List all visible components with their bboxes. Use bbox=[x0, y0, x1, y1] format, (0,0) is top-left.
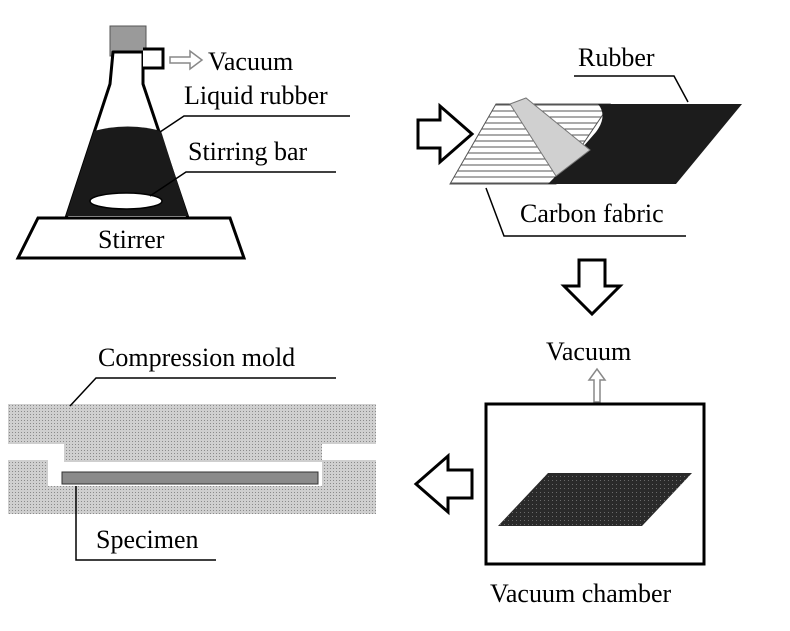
vacuum-chamber-label: Vacuum chamber bbox=[490, 579, 672, 608]
stirrer-label: Stirrer bbox=[98, 225, 165, 254]
mold-lower-half bbox=[8, 460, 376, 514]
vacuum-up-arrow-icon bbox=[587, 367, 607, 403]
fabric-coating: Rubber Carbon fabric bbox=[449, 43, 742, 237]
vacuum-outlet-label: Vacuum bbox=[208, 47, 293, 76]
stirring-bar-label: Stirring bar bbox=[188, 137, 307, 166]
arrow-left-icon bbox=[413, 452, 474, 516]
chamber-sample bbox=[498, 473, 692, 526]
specimen-plate bbox=[61, 471, 319, 485]
rubber-blade bbox=[509, 97, 591, 177]
compression-mold-label: Compression mold bbox=[98, 343, 295, 372]
chamber-vacuum-label: Vacuum bbox=[546, 337, 631, 366]
rubber-label: Rubber bbox=[578, 43, 655, 72]
arrow-right-icon bbox=[416, 102, 475, 166]
compression-mold-leader bbox=[69, 377, 336, 407]
arrow-down-icon bbox=[560, 258, 624, 317]
liquid-rubber-fill bbox=[66, 126, 188, 216]
stirring-bar-leader bbox=[149, 171, 336, 197]
mold-upper-half bbox=[8, 404, 376, 462]
stirrer-base bbox=[15, 216, 247, 260]
compression-mold-step: Compression mold Specimen bbox=[8, 343, 376, 561]
flask-side-arm bbox=[143, 47, 165, 70]
specimen-leader bbox=[75, 486, 216, 561]
carbon-fabric-leader bbox=[485, 187, 686, 237]
liquid-rubber-leader bbox=[159, 115, 350, 133]
vacuum-chamber-step: Vacuum Vacuum chamber bbox=[484, 337, 706, 608]
stirring-bar bbox=[89, 192, 163, 210]
rubber-layer bbox=[548, 104, 742, 184]
rubber-leader bbox=[574, 75, 689, 103]
vacuum-outlet-arrow-icon bbox=[169, 49, 204, 71]
specimen-label: Specimen bbox=[96, 525, 199, 554]
liquid-rubber-label: Liquid rubber bbox=[184, 81, 328, 110]
flask-setup: Stirrer Vacuum Liquid rubber Stirring ba… bbox=[15, 25, 350, 260]
carbon-fabric-label: Carbon fabric bbox=[520, 199, 664, 228]
